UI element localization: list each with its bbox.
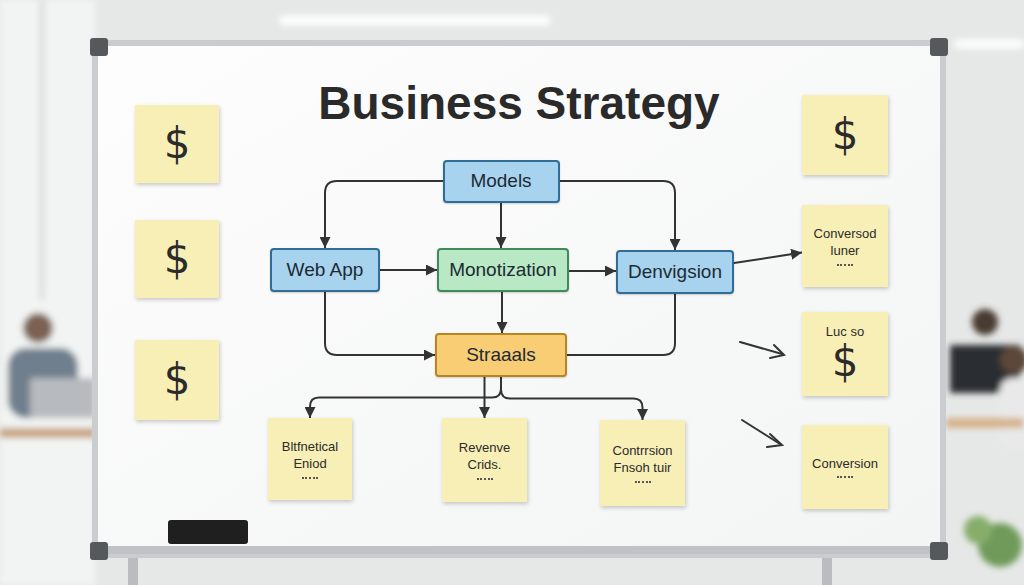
frame-corner	[90, 542, 108, 560]
box-label: Denvigsion	[628, 261, 722, 283]
ceiling-light	[955, 40, 1024, 48]
frame-corner	[90, 38, 108, 56]
note-text: Conversion	[812, 456, 878, 473]
note-text: Revenve Crids.	[448, 440, 521, 474]
sticky-note: $	[135, 220, 219, 298]
arrow-head	[770, 345, 784, 358]
leader-arrow	[742, 420, 780, 444]
sticky-note: Revenve Crids.	[442, 418, 527, 502]
note-text: $	[832, 113, 859, 157]
person-head	[23, 313, 53, 343]
sticky-note: Conversod luner	[802, 205, 888, 287]
frame-corner	[930, 542, 948, 560]
frame-corner	[930, 38, 948, 56]
scribble	[837, 476, 853, 478]
person-head	[972, 309, 998, 335]
flow-arrow	[567, 294, 675, 355]
flow-arrow	[325, 181, 443, 248]
note-text: Bltfnetical Eniod	[274, 439, 346, 473]
process-box: Straaals	[435, 333, 567, 377]
person-head	[1000, 346, 1024, 374]
flow-arrow	[484, 377, 486, 418]
process-box: Denvigsion	[616, 250, 734, 294]
flow-arrow	[501, 377, 643, 420]
sticky-note: $	[135, 340, 219, 420]
flow-arrow	[569, 270, 616, 272]
flow-arrow	[734, 253, 802, 263]
desk	[0, 428, 95, 438]
ceiling-light	[280, 16, 550, 25]
scribble	[477, 478, 493, 480]
flow-arrow	[310, 377, 501, 418]
board-frame	[92, 40, 946, 558]
note-text: $	[164, 122, 191, 166]
process-box: Monotization	[437, 248, 569, 292]
flow-arrow	[380, 269, 437, 271]
note-text: $	[832, 340, 859, 384]
scribble	[635, 481, 651, 483]
plant	[964, 516, 992, 544]
window-frame	[40, 0, 44, 300]
sticky-note: Bltfnetical Eniod	[268, 418, 352, 500]
sticky-note: $	[802, 95, 888, 175]
sticky-note: Conversion	[802, 425, 888, 509]
box-label: Straaals	[466, 344, 536, 366]
scribble	[837, 264, 853, 266]
box-label: Web App	[287, 259, 364, 281]
process-box: Models	[443, 160, 560, 203]
flow-arrow	[560, 181, 676, 250]
window	[0, 0, 95, 585]
desk	[946, 418, 1024, 428]
note-text: Contrrsion Fnsoh tuir	[606, 443, 679, 477]
note-text: Conversod luner	[808, 226, 882, 260]
note-text: $	[164, 358, 191, 402]
person-body	[1000, 378, 1024, 448]
box-label: Models	[470, 170, 531, 192]
scribble	[302, 477, 318, 479]
flow-arrow	[325, 292, 435, 355]
marker-tray	[108, 546, 930, 554]
eraser	[168, 520, 248, 544]
sticky-note: $	[135, 105, 219, 183]
flow-arrow	[501, 292, 503, 333]
laptop	[30, 378, 95, 418]
note-text: Luc so	[826, 324, 864, 341]
sticky-note: Luc so$	[802, 312, 888, 396]
sticky-note: Contrrsion Fnsoh tuir	[600, 420, 685, 506]
process-box: Web App	[270, 248, 380, 292]
note-text: $	[164, 237, 191, 281]
flow-arrow	[500, 203, 502, 249]
arrow-head	[767, 434, 782, 447]
box-label: Monotization	[449, 259, 557, 281]
